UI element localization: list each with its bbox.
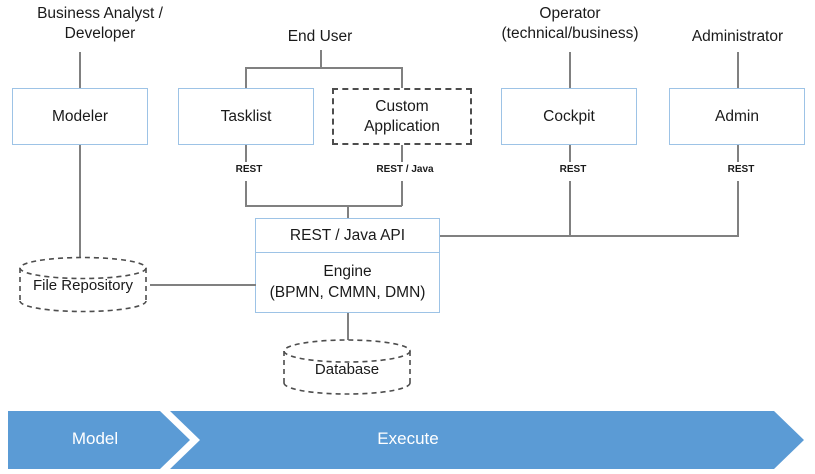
connector-customapp-down-lower (401, 181, 403, 206)
phase-banner: Model Execute (8, 411, 808, 469)
engine-stack[interactable]: REST / Java API Engine (BPMN, CMMN, DMN) (255, 218, 440, 313)
connector-enduser-to-custom-app (401, 67, 403, 88)
connector-join-to-api (347, 205, 349, 219)
component-box-custom-application[interactable]: Custom Application (332, 88, 472, 145)
component-box-modeler[interactable]: Modeler (12, 88, 148, 145)
file-repository-label: File Repository (32, 277, 134, 294)
connector-analyst-to-modeler (79, 52, 81, 88)
phase-label-execute: Execute (377, 429, 439, 448)
engine-name: Engine (323, 263, 372, 281)
datastore-database[interactable]: Database (278, 338, 416, 396)
connector-enduser-bracket (245, 67, 402, 69)
connector-tasklist-down-upper (245, 145, 247, 162)
role-label-operator: Operator (technical/business) (501, 5, 639, 42)
connector-label-cockpit-rest: REST (534, 164, 612, 175)
connector-file-repository-to-engine (150, 284, 256, 286)
connector-label-customapp-rest-java: REST / Java (358, 164, 452, 175)
connector-tasklist-down-lower (245, 181, 247, 206)
phase-segment-execute-shape (170, 411, 804, 469)
role-label-end-user: End User (287, 28, 353, 45)
datastore-file-repository[interactable]: File Repository (14, 256, 152, 313)
component-box-cockpit[interactable]: Cockpit (501, 88, 637, 145)
connector-label-admin-rest: REST (702, 164, 780, 175)
role-label-business-analyst: Business Analyst / Developer (37, 5, 163, 42)
phase-label-model: Model (71, 429, 119, 448)
engine-section[interactable]: Engine (BPMN, CMMN, DMN) (256, 253, 439, 312)
connector-right-run-to-api (440, 235, 739, 237)
connector-admin-down-lower (737, 181, 739, 236)
connector-engine-to-database (347, 313, 349, 341)
component-box-admin[interactable]: Admin (669, 88, 805, 145)
connector-enduser-stem (320, 50, 322, 68)
database-label: Database (314, 361, 380, 378)
role-label-administrator: Administrator (691, 28, 784, 45)
connector-customapp-down-upper (401, 145, 403, 162)
rest-java-api-section[interactable]: REST / Java API (256, 219, 439, 253)
connector-enduser-to-tasklist (245, 67, 247, 88)
connector-label-tasklist-rest: REST (210, 164, 288, 175)
connector-cockpit-down-upper (569, 145, 571, 162)
engine-standards: (BPMN, CMMN, DMN) (269, 283, 426, 301)
connector-enduser-join-bar (245, 205, 402, 207)
connector-operator-to-cockpit (569, 52, 571, 88)
database-cylinder-shape (283, 339, 411, 395)
component-box-tasklist[interactable]: Tasklist (178, 88, 314, 145)
connector-admin-down-upper (737, 145, 739, 162)
phase-segment-model-shape (8, 411, 190, 469)
file-repository-cylinder-shape (19, 256, 147, 313)
connector-cockpit-down-lower (569, 181, 571, 236)
connector-modeler-to-file-repository (79, 145, 81, 273)
connector-administrator-to-admin (737, 52, 739, 88)
